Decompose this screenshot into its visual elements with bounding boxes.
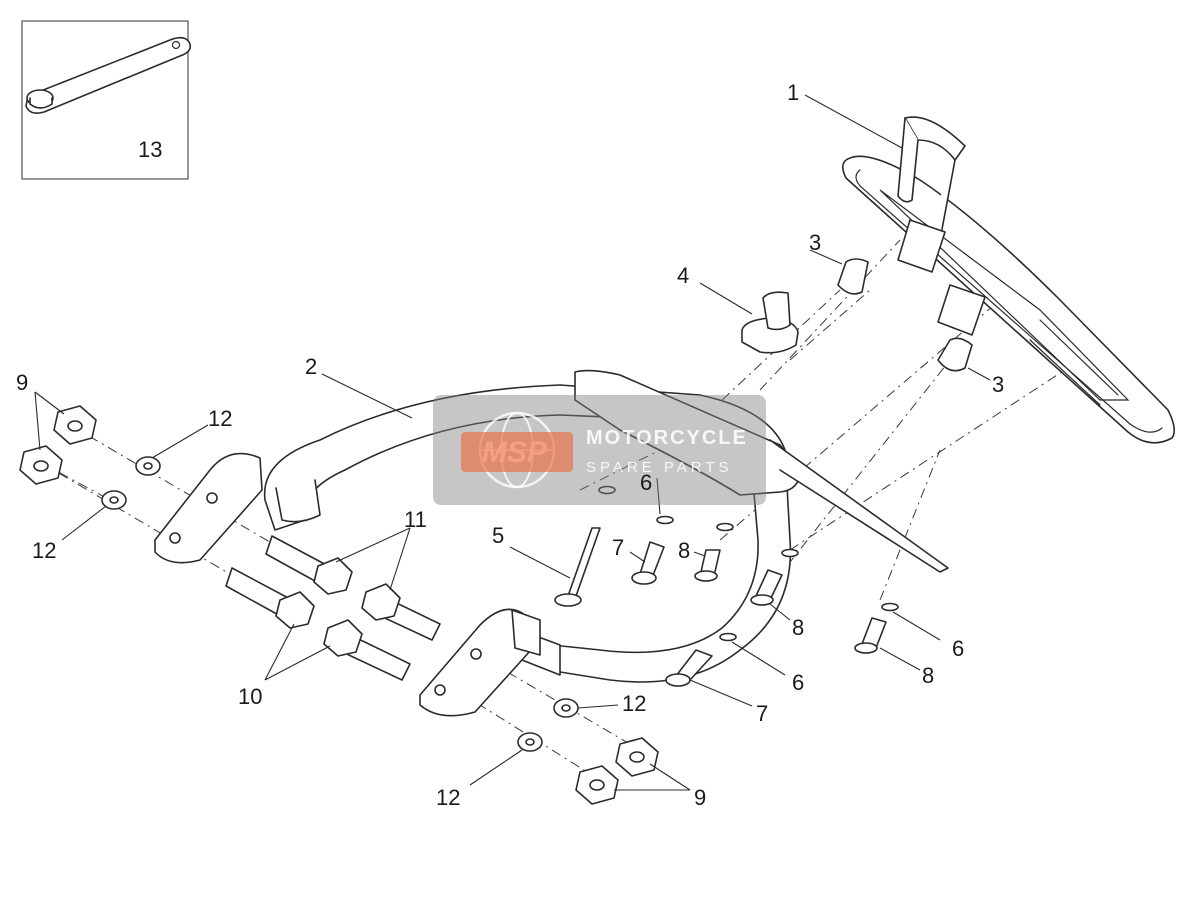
pin-part-5	[554, 527, 601, 607]
callout-6-right: 6	[952, 636, 964, 661]
callout-12-right: 12	[622, 691, 646, 716]
leader-lines	[34, 94, 991, 791]
callout-10: 10	[238, 684, 262, 709]
watermark-logo-badge	[461, 432, 573, 472]
washers-part-6	[598, 485, 899, 642]
callout-8-middle: 8	[792, 615, 804, 640]
callout-11: 11	[404, 507, 427, 532]
callout-12-lower-left: 12	[32, 538, 56, 563]
callout-12-bottom: 12	[436, 785, 460, 810]
spacer-part-3-lower	[937, 337, 973, 372]
callout-9-left: 9	[16, 370, 28, 395]
callout-9-right: 9	[694, 785, 706, 810]
inset-part-13: 13	[21, 20, 192, 180]
bushing-part-8-a	[694, 549, 721, 582]
bushing-part-4	[741, 291, 799, 354]
callout-4: 4	[677, 263, 689, 288]
bushing-part-8-c	[854, 617, 887, 654]
bolts-part-11	[265, 535, 441, 641]
callout-7-upper: 7	[612, 535, 624, 560]
watermark-title: MOTORCYCLE	[586, 427, 748, 449]
washers-part-12	[101, 456, 579, 752]
watermark-subtitle: SPARE PARTS	[586, 459, 733, 476]
callout-5: 5	[492, 523, 504, 548]
watermark-logo: MSP	[482, 436, 548, 469]
callout-13: 13	[138, 137, 162, 162]
nuts-part-9	[19, 405, 659, 805]
callout-labels: 1 2 3 3 4 5 6 6 6 7 7 8 8 8 9 9 10 11 12…	[16, 80, 1004, 810]
spacer-part-3-upper	[837, 258, 869, 295]
bushing-part-8-b	[750, 569, 783, 606]
callout-7-lower: 7	[756, 701, 768, 726]
callout-1: 1	[787, 80, 799, 105]
watermark: MSP MOTORCYCLE SPARE PARTS	[433, 395, 766, 505]
callout-2: 2	[305, 354, 317, 379]
callout-8-right: 8	[922, 663, 934, 688]
screw-part-7-upper	[631, 541, 665, 585]
callout-6-upper: 6	[640, 470, 652, 495]
callout-8-upper: 8	[678, 538, 690, 563]
callout-3-lower: 3	[992, 372, 1004, 397]
grab-handle-part-2	[154, 369, 949, 717]
license-plate-holder-part-1	[842, 116, 1176, 444]
callout-12-upper-left: 12	[208, 406, 232, 431]
bolts-part-10	[225, 567, 411, 681]
callout-6-middle: 6	[792, 670, 804, 695]
callout-3-upper: 3	[809, 230, 821, 255]
